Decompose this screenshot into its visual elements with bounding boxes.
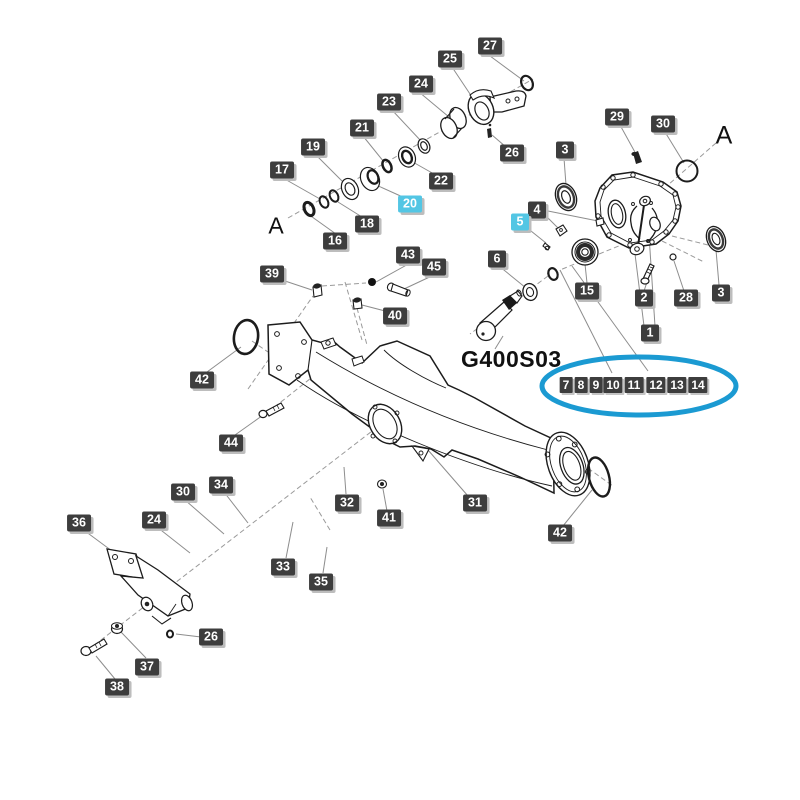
part-label-38[interactable]: 38 xyxy=(105,678,129,696)
steering-knuckle-arm-drawing xyxy=(440,74,535,140)
part-label-7[interactable]: 7 xyxy=(559,377,573,393)
part-label-28[interactable]: 28 xyxy=(674,289,698,307)
kingpin-seal-stack-drawing xyxy=(302,138,431,218)
part-label-40[interactable]: 40 xyxy=(383,307,407,325)
part-label-30[interactable]: 30 xyxy=(651,115,675,133)
part-label-13[interactable]: 13 xyxy=(667,377,687,393)
section-marker-A: A xyxy=(268,212,284,239)
part-label-22[interactable]: 22 xyxy=(429,172,453,190)
part-label-1[interactable]: 1 xyxy=(641,324,659,342)
part-label-35[interactable]: 35 xyxy=(309,573,333,591)
part-label-2[interactable]: 2 xyxy=(635,289,653,307)
part-label-23[interactable]: 23 xyxy=(377,93,401,111)
part-label-24[interactable]: 24 xyxy=(142,511,166,529)
part-label-44[interactable]: 44 xyxy=(219,434,243,452)
part-label-45[interactable]: 45 xyxy=(422,258,446,276)
part-label-14[interactable]: 14 xyxy=(688,377,708,393)
part-label-3[interactable]: 3 xyxy=(712,284,730,302)
part-label-39[interactable]: 39 xyxy=(260,265,284,283)
part-label-36[interactable]: 36 xyxy=(67,514,91,532)
part-label-12[interactable]: 12 xyxy=(646,377,666,393)
part-label-33[interactable]: 33 xyxy=(271,558,295,576)
knuckle-support-drawing xyxy=(80,548,194,657)
part-label-21[interactable]: 21 xyxy=(350,119,374,137)
pinion-bearing-drawing xyxy=(475,224,599,342)
part-label-15[interactable]: 15 xyxy=(575,282,599,300)
part-label-30[interactable]: 30 xyxy=(171,483,195,501)
part-label-34[interactable]: 34 xyxy=(209,476,233,494)
part-label-20[interactable]: 20 xyxy=(398,195,422,213)
part-label-42[interactable]: 42 xyxy=(548,524,572,542)
part-label-10[interactable]: 10 xyxy=(603,377,623,393)
part-label-37[interactable]: 37 xyxy=(135,658,159,676)
part-label-18[interactable]: 18 xyxy=(355,215,379,233)
part-label-32[interactable]: 32 xyxy=(335,494,359,512)
part-label-6[interactable]: 6 xyxy=(488,250,506,268)
part-label-31[interactable]: 31 xyxy=(463,494,487,512)
axle-housing-drawing xyxy=(232,278,612,498)
part-label-5[interactable]: 5 xyxy=(511,213,529,231)
part-label-9[interactable]: 9 xyxy=(589,377,603,393)
part-label-41[interactable]: 41 xyxy=(377,509,401,527)
part-label-19[interactable]: 19 xyxy=(301,138,325,156)
model-code-label: G400S03 xyxy=(461,346,562,372)
part-label-42[interactable]: 42 xyxy=(190,371,214,389)
part-label-25[interactable]: 25 xyxy=(438,50,462,68)
part-label-8[interactable]: 8 xyxy=(574,377,588,393)
part-label-26[interactable]: 26 xyxy=(199,628,223,646)
part-label-43[interactable]: 43 xyxy=(396,246,420,264)
diff-cover-drawing xyxy=(554,151,727,285)
part-label-24[interactable]: 24 xyxy=(409,75,433,93)
part-label-3[interactable]: 3 xyxy=(556,141,574,159)
part-label-29[interactable]: 29 xyxy=(605,108,629,126)
part-label-11[interactable]: 11 xyxy=(624,377,644,393)
parts-strip-highlight-ellipse xyxy=(539,354,739,418)
section-marker-A: A xyxy=(715,121,733,150)
part-label-27[interactable]: 27 xyxy=(478,37,502,55)
part-label-26[interactable]: 26 xyxy=(500,144,524,162)
part-label-4[interactable]: 4 xyxy=(528,201,546,219)
part-label-16[interactable]: 16 xyxy=(323,232,347,250)
part-label-17[interactable]: 17 xyxy=(270,161,294,179)
